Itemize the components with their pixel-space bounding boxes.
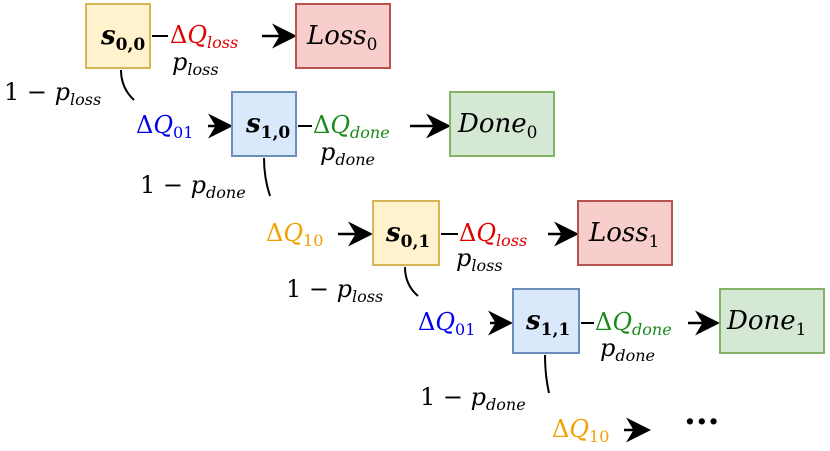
edge-s10-done0-prob: pdone	[320, 138, 375, 169]
edge-s11-done1-prob: pdone	[600, 334, 655, 365]
edge-s01-loss1-label: ΔQloss	[459, 219, 527, 250]
loss1-box	[577, 200, 673, 266]
state-s10-box	[231, 91, 297, 157]
state-s00-box	[85, 3, 151, 69]
state-s01-box	[372, 200, 440, 266]
done0-label: Done0	[457, 109, 537, 143]
edge-to-s11-label: ΔQ01	[418, 308, 475, 339]
state-s01-label: s0,1	[385, 218, 430, 252]
done1-node: Done1	[719, 288, 825, 354]
edge-s11-done1-label: ΔQdone	[595, 308, 672, 339]
edge-s10-s01-prob: 1 − pdone	[140, 171, 246, 202]
edge-to-s10-label: ΔQ01	[136, 111, 193, 142]
done0-node: Done0	[449, 91, 555, 157]
state-s11-label: s1,1	[525, 306, 570, 340]
state-s10-label: s1,0	[245, 109, 290, 143]
edge-s10-done0-label: ΔQdone	[313, 111, 390, 142]
state-s00-node: s0,0	[85, 3, 151, 69]
done1-label: Done1	[726, 306, 806, 340]
edge-s11-next-prob: 1 − pdone	[420, 383, 526, 414]
state-s01-node: s0,1	[372, 200, 440, 266]
edge-s11-next-curve	[544, 354, 550, 394]
edge-s00-s10-curve	[120, 69, 135, 101]
loss0-label: Loss0	[306, 21, 377, 55]
edge-s01-s11-prob: 1 − ploss	[286, 275, 383, 306]
edge-s01-loss1-prob: ploss	[456, 244, 503, 275]
edge-s00-loss0-prob: ploss	[172, 48, 219, 79]
edge-s00-s10-prob: 1 − ploss	[4, 78, 101, 109]
state-s10-node: s1,0	[231, 91, 297, 157]
loss1-label: Loss1	[588, 218, 659, 252]
ellipsis: ···	[684, 402, 720, 442]
edge-s00-loss0-label: ΔQloss	[170, 21, 238, 52]
done0-box	[449, 91, 555, 157]
state-s00-label: s0,0	[100, 21, 145, 55]
edge-s01-s11-curve	[404, 266, 419, 297]
edge-s10-s01-curve	[263, 157, 271, 197]
loss1-node: Loss1	[577, 200, 673, 266]
loss0-node: Loss0	[295, 3, 391, 69]
loss0-box	[295, 3, 391, 69]
edge-to-s01-label: ΔQ10	[266, 219, 323, 250]
done1-box	[719, 288, 825, 354]
state-s11-box	[512, 288, 580, 354]
state-s11-node: s1,1	[512, 288, 580, 354]
edge-to-next-label: ΔQ10	[552, 415, 609, 446]
